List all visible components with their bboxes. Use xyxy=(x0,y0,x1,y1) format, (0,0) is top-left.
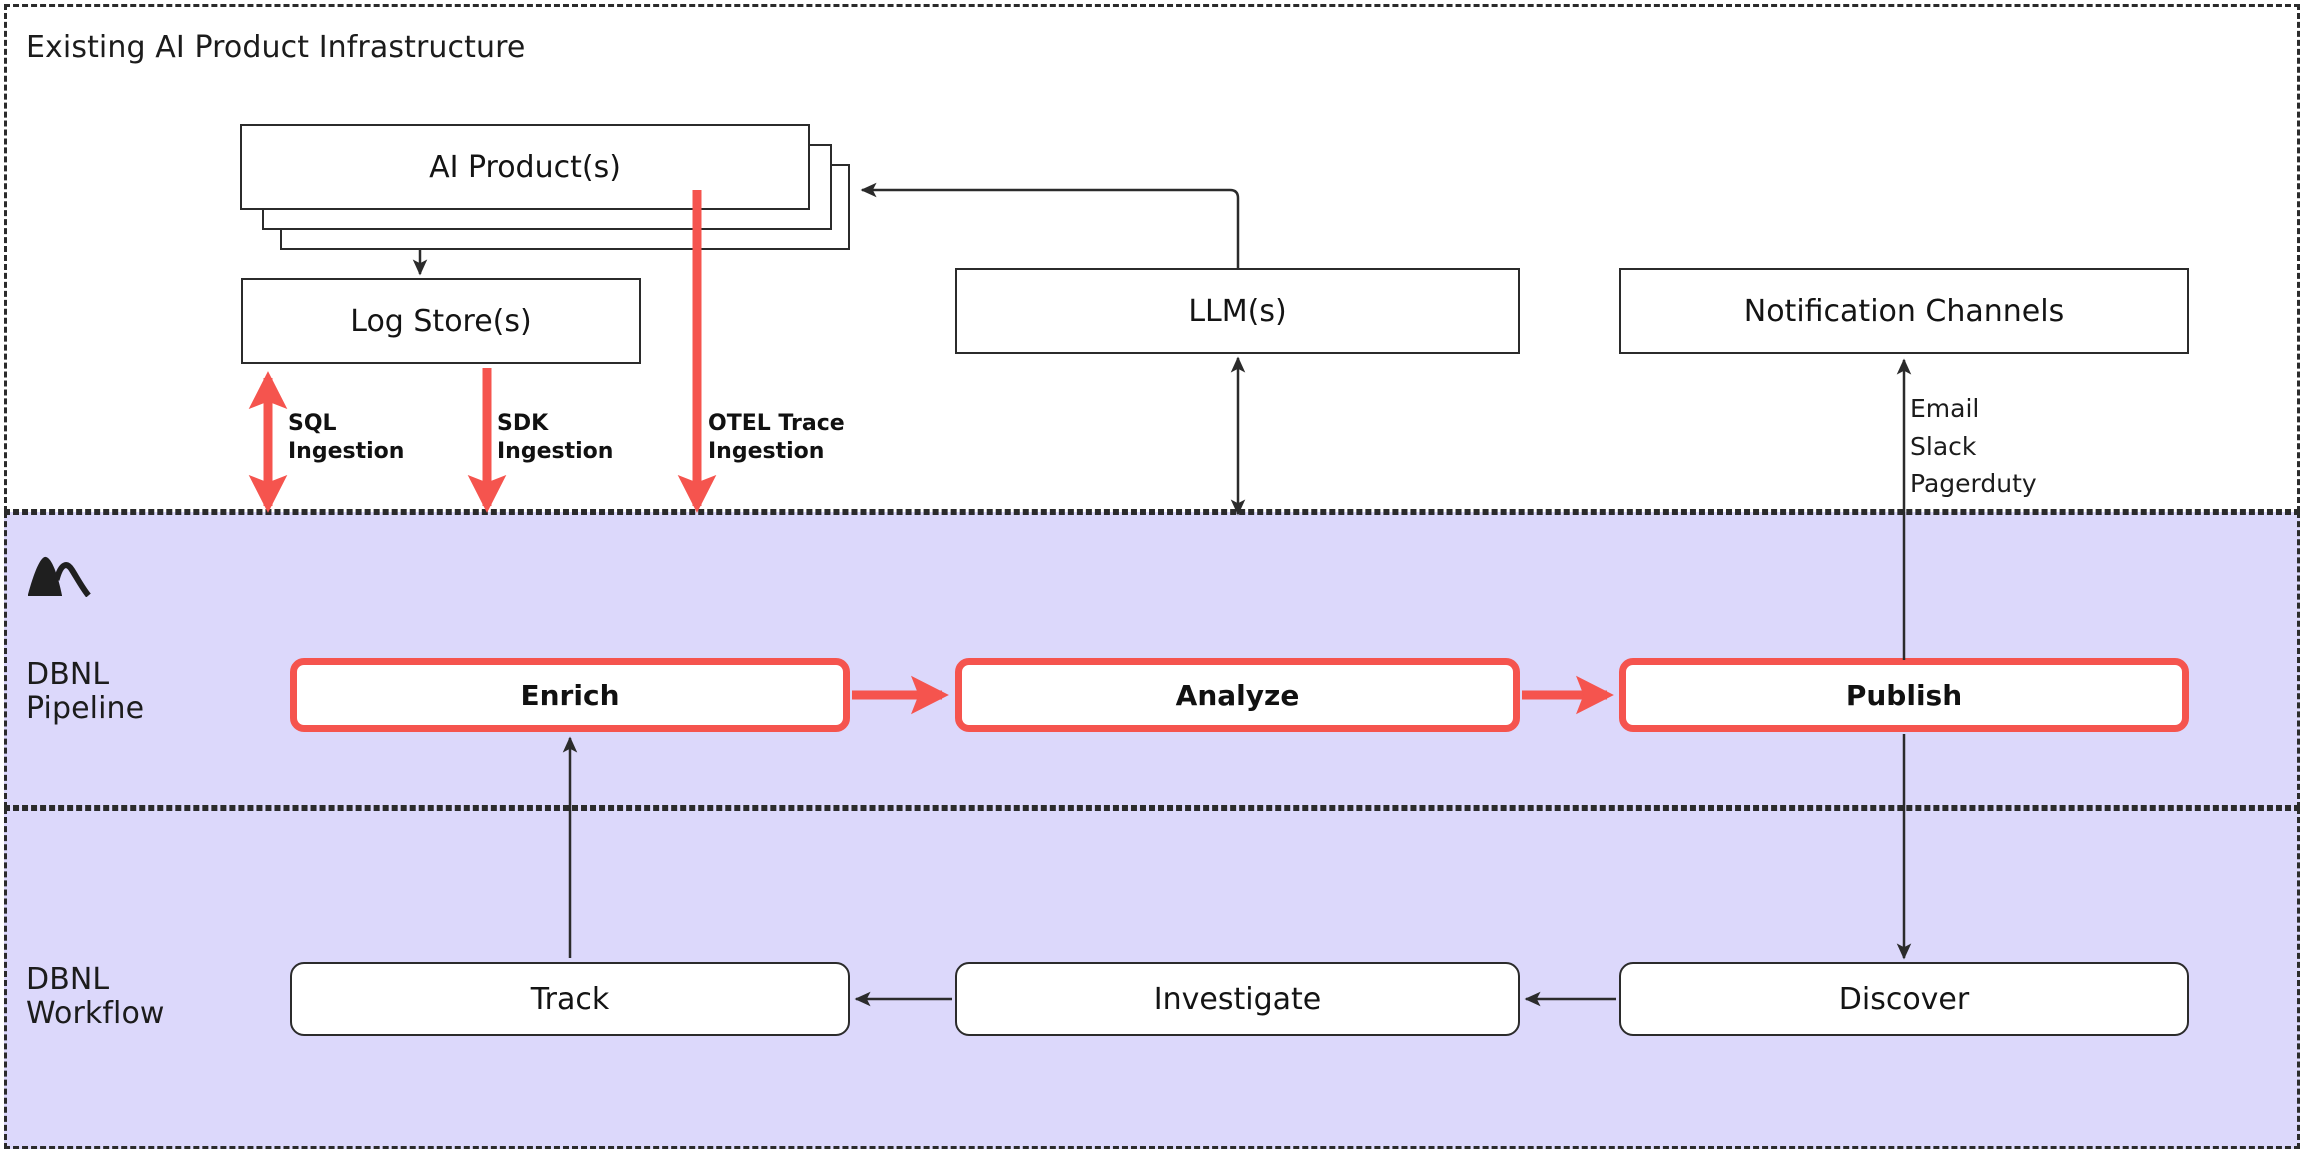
label-sdk-ingestion-line2: Ingestion xyxy=(497,438,614,464)
node-pipeline-enrich[interactable]: Enrich xyxy=(290,658,850,732)
section-title-existing-infrastructure: Existing AI Product Infrastructure xyxy=(26,30,526,65)
pipeline-label-line2: Pipeline xyxy=(26,690,145,726)
label-sql-ingestion-line2: Ingestion xyxy=(288,438,405,464)
label-sdk-ingestion-line1: SDK xyxy=(497,411,549,436)
node-workflow-investigate[interactable]: Investigate xyxy=(955,962,1520,1036)
pipeline-label-line1: DBNL xyxy=(26,657,110,692)
node-llms[interactable]: LLM(s) xyxy=(955,268,1520,354)
node-workflow-investigate-label: Investigate xyxy=(1153,981,1322,1017)
notification-item-slack: Slack xyxy=(1910,431,1977,461)
label-otel-ingestion-line2: Ingestion xyxy=(708,438,825,464)
node-ai-products-label: AI Product(s) xyxy=(429,149,621,185)
label-otel-ingestion-line1: OTEL Trace xyxy=(708,411,845,436)
notification-item-email: Email xyxy=(1910,394,1980,423)
workflow-label-line2: Workflow xyxy=(26,995,165,1031)
node-workflow-track-label: Track xyxy=(530,981,610,1017)
dbnl-mountain-logo xyxy=(28,556,91,597)
node-pipeline-publish-label: Publish xyxy=(1845,678,1963,712)
node-pipeline-enrich-label: Enrich xyxy=(520,678,620,712)
node-pipeline-analyze-label: Analyze xyxy=(1175,678,1300,712)
node-pipeline-publish[interactable]: Publish xyxy=(1619,658,2189,732)
node-workflow-discover-label: Discover xyxy=(1838,981,1970,1017)
node-notification-channels-label: Notification Channels xyxy=(1743,293,2065,329)
node-log-stores[interactable]: Log Store(s) xyxy=(241,278,641,364)
notification-item-pagerduty: Pagerduty xyxy=(1910,469,2037,498)
node-notification-channels[interactable]: Notification Channels xyxy=(1619,268,2189,354)
workflow-label-line1: DBNL xyxy=(26,962,110,997)
node-log-stores-label: Log Store(s) xyxy=(350,303,532,339)
node-pipeline-analyze[interactable]: Analyze xyxy=(955,658,1520,732)
node-workflow-track[interactable]: Track xyxy=(290,962,850,1036)
label-sql-ingestion-line1: SQL xyxy=(288,411,337,436)
node-ai-products[interactable]: AI Product(s) xyxy=(240,124,810,210)
node-workflow-discover[interactable]: Discover xyxy=(1619,962,2189,1036)
node-llms-label: LLM(s) xyxy=(1188,293,1287,329)
